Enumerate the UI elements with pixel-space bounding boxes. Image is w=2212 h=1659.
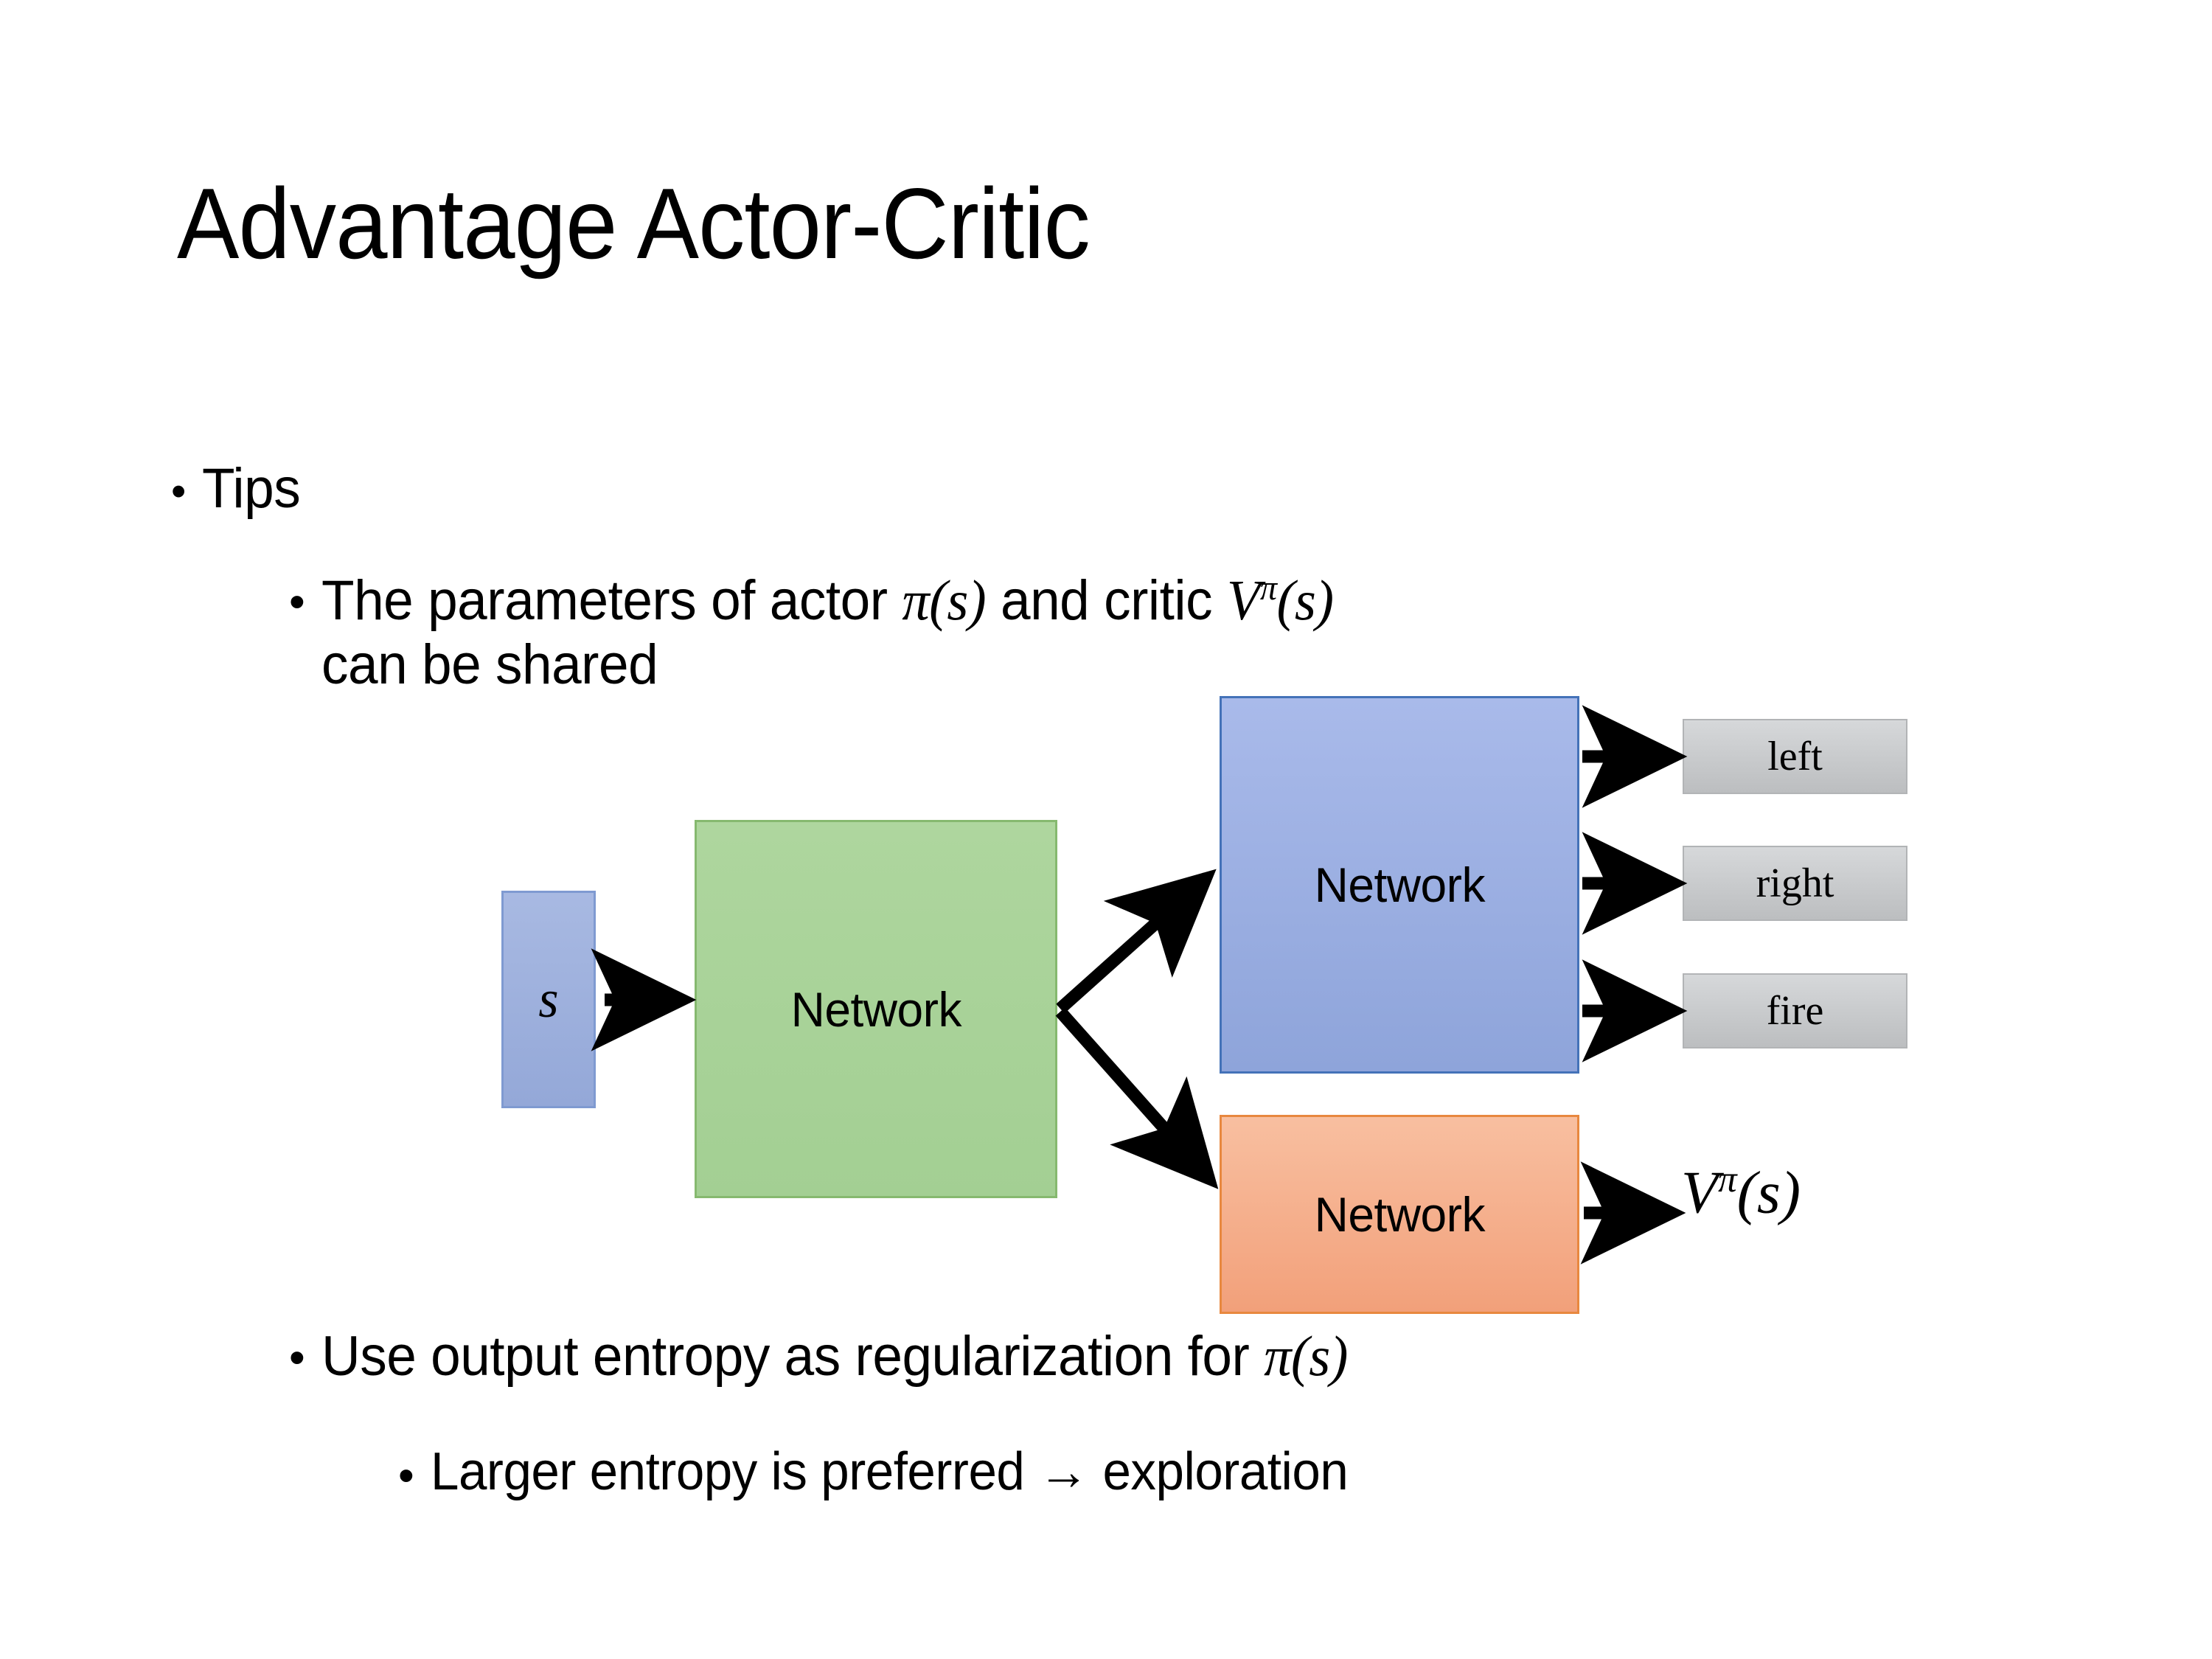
bullet-text-prefix: The parameters of actor <box>321 569 902 632</box>
shared-network-box[interactable]: Network <box>695 820 1057 1198</box>
state-input-label: s <box>538 970 559 1029</box>
actor-network-label: Network <box>1314 858 1485 912</box>
shared-network-label: Network <box>790 981 961 1037</box>
bullet-entropy-regularization: • Use output entropy as regularization f… <box>289 1324 1391 1389</box>
bullet-larger-entropy-label: Larger entropy is preferred → exploratio… <box>430 1442 1349 1501</box>
critic-network-label: Network <box>1314 1187 1485 1242</box>
critic-output-arg: (s) <box>1736 1158 1801 1226</box>
arrow-shared-to-critic <box>1055 1007 1219 1189</box>
bullet-shared-parameters-label: The parameters of actor π(s) and critic … <box>321 568 1964 697</box>
math-v-pi: Vπ(s) <box>1227 568 1334 632</box>
action-output-left[interactable]: left <box>1683 719 1907 794</box>
critic-output-label: Vπ(s) <box>1681 1158 1801 1227</box>
math-pi-of-s: π(s) <box>1263 1324 1348 1388</box>
math-v-arg: (s) <box>1276 568 1334 632</box>
bullet-marker-icon: • <box>171 467 187 515</box>
bullet-tips-label: Tips <box>202 457 301 520</box>
bullet-entropy-label: Use output entropy as regularization for… <box>321 1324 1348 1389</box>
bullet-tips: • Tips <box>171 457 305 521</box>
state-input-box[interactable]: s <box>501 891 596 1108</box>
page-title: Advantage Actor-Critic <box>177 167 1091 279</box>
bullet-text-suffix: can be shared <box>321 633 658 696</box>
bullet-text-prefix: Use output entropy as regularization for <box>321 1325 1264 1388</box>
critic-network-box[interactable]: Network <box>1220 1115 1579 1314</box>
critic-output-base: V <box>1681 1158 1719 1226</box>
bullet-marker-icon: • <box>398 1450 414 1501</box>
bullet-larger-entropy: • Larger entropy is preferred → explorat… <box>398 1441 1386 1502</box>
action-output-left-label: left <box>1767 734 1823 779</box>
bullet-shared-parameters: • The parameters of actor π(s) and criti… <box>289 568 2032 697</box>
critic-output-superscript: π <box>1718 1158 1737 1200</box>
action-output-fire-label: fire <box>1766 988 1824 1034</box>
bullet-marker-icon: • <box>289 1332 305 1383</box>
action-output-fire[interactable]: fire <box>1683 973 1907 1048</box>
actor-network-box[interactable]: Network <box>1220 696 1579 1074</box>
action-output-right-label: right <box>1756 860 1834 906</box>
math-pi-of-s: π(s) <box>902 568 986 632</box>
bullet-text-mid: and critic <box>985 569 1227 632</box>
math-v-superscript: π <box>1259 568 1277 608</box>
bullet-marker-icon: • <box>289 577 305 627</box>
arrow-shared-to-actor <box>1056 869 1217 1014</box>
math-v-base: V <box>1226 568 1260 632</box>
action-output-right[interactable]: right <box>1683 846 1907 921</box>
